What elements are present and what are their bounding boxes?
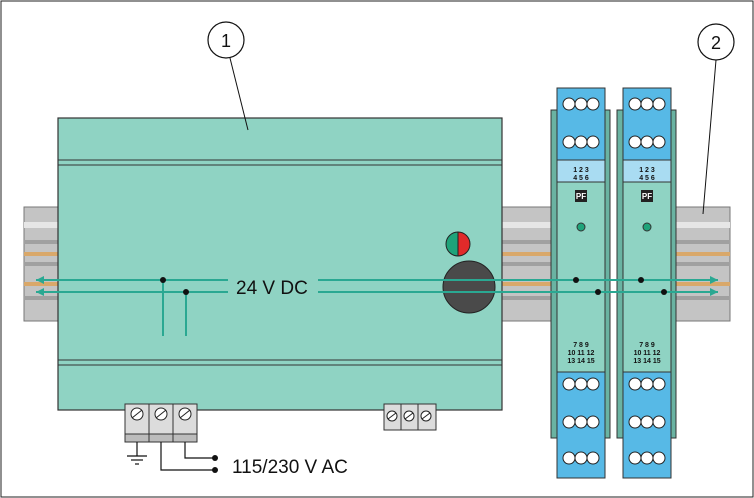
module-2-terminals-bottom-row1: 7 8 9 [639,342,655,349]
module-2-terminals-top-row2: 4 5 6 [639,175,655,182]
dc-bus-lines [36,279,718,336]
din-rail-middle [499,206,555,322]
voltage-adjust-knob [442,260,496,314]
pf-logo-icon [641,190,653,202]
power-supply-unit [57,117,503,411]
junction-dots [160,277,667,295]
module-2-terminals-bottom-row2: 10 11 12 [634,350,661,357]
isolator-module-2 [616,87,677,479]
pf-logo-icon [575,190,587,202]
bus-arrow-icon [36,276,718,296]
module-led-icon [576,222,586,232]
module-1-terminals-bottom-row2: 10 11 12 [568,350,595,357]
ac-terminal-dot [212,467,218,473]
module-1-terminals-bottom-row1: 7 8 9 [573,342,589,349]
dc-terminal-block [383,403,437,431]
module-2-terminals-bottom-row3: 13 14 15 [633,358,660,365]
module-2-logo: PF [642,192,652,201]
callout-number: 1 [221,31,231,51]
module-1-terminals-top-row2: 4 5 6 [573,175,589,182]
dc-bus-label: 24 V DC [236,278,308,299]
module-1-terminals-bottom-row3: 13 14 15 [567,358,594,365]
ac-wiring [127,442,213,471]
callout-1: 1 [207,21,249,131]
callout-2: 2 [697,23,735,215]
ac-terminal-block [124,403,198,443]
din-rail-right [675,206,731,322]
status-led-icon [445,231,471,257]
module-screws [562,97,666,465]
module-1-terminals-top-row1: 1 2 3 [573,167,589,174]
screw-icon [130,407,192,421]
module-led-icon [642,222,652,232]
ac-terminal-dot [212,455,218,461]
module-2-terminals-top-row1: 1 2 3 [639,167,655,174]
ac-supply-label: 115/230 V AC [232,457,348,478]
callout-number: 2 [711,33,721,53]
module-1-logo: PF [576,192,586,201]
